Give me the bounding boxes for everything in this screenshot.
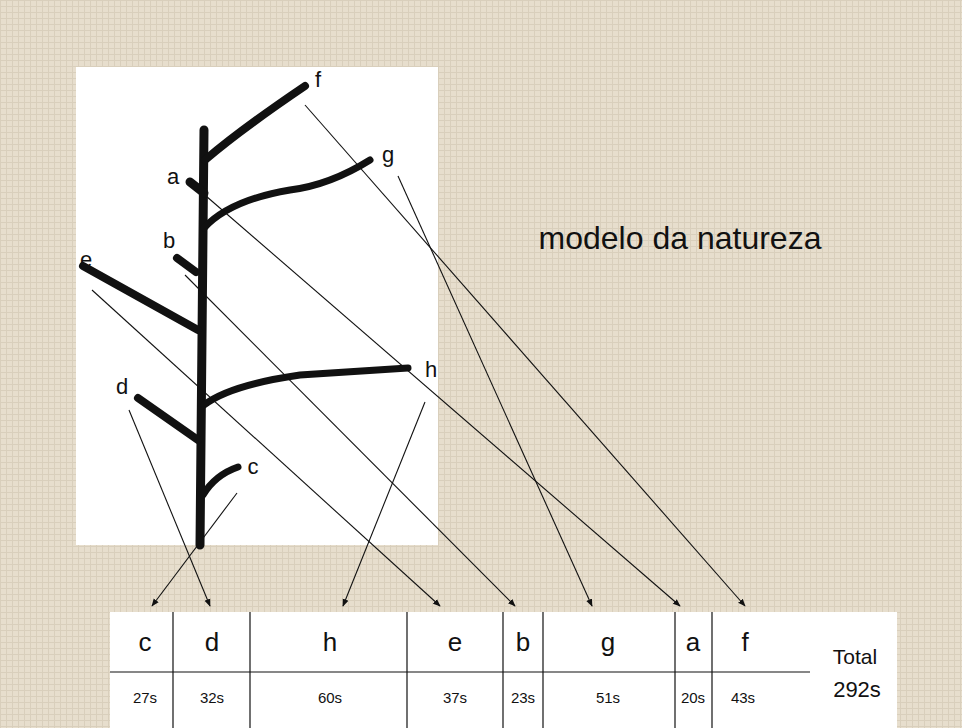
- table-header: h: [323, 629, 337, 655]
- time-cell: 37s: [443, 690, 467, 705]
- table-header: c: [139, 629, 152, 655]
- total-value: 292s: [833, 679, 881, 701]
- branch-letter: h: [425, 359, 437, 381]
- time-cell: 60s: [318, 690, 342, 705]
- table-header: b: [516, 629, 530, 655]
- time-cell: 23s: [511, 690, 535, 705]
- time-cell: 20s: [681, 690, 705, 705]
- branch-letter: f: [315, 69, 321, 91]
- table-header: e: [448, 629, 462, 655]
- branch-letter: g: [382, 144, 394, 166]
- leader-arrows: [92, 105, 745, 606]
- branch-letter: b: [163, 230, 175, 252]
- table-header: d: [205, 629, 219, 655]
- time-cell: 32s: [200, 690, 224, 705]
- title: modelo da natureza: [539, 222, 822, 254]
- time-cell: 43s: [731, 690, 755, 705]
- total-label: Total: [833, 646, 877, 667]
- branch-letter: e: [80, 249, 92, 271]
- branch-letter: d: [116, 376, 128, 398]
- time-cell: 27s: [133, 690, 157, 705]
- tree-panel: [76, 67, 438, 545]
- table-lines: [110, 612, 810, 728]
- branch-letter: c: [248, 456, 259, 478]
- table-panel: [110, 612, 897, 728]
- table-header: a: [686, 629, 700, 655]
- time-cell: 51s: [596, 690, 620, 705]
- table-header: g: [601, 629, 615, 655]
- branch-letter: a: [167, 166, 179, 188]
- table-header: f: [741, 629, 748, 655]
- tree: [83, 86, 408, 545]
